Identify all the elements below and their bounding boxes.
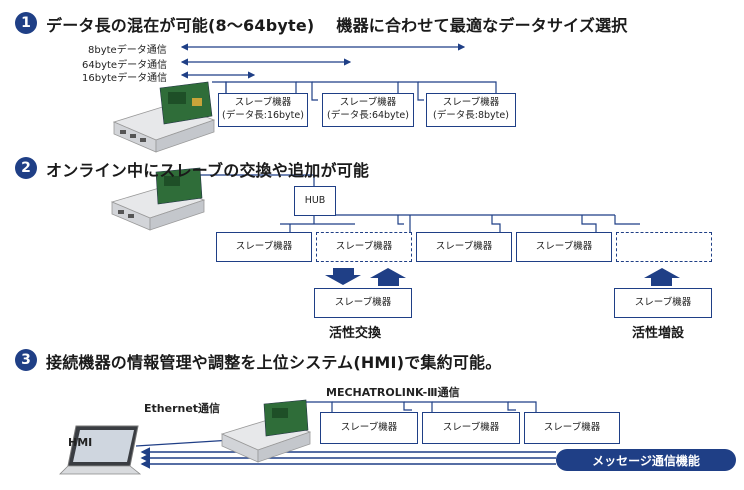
section2-title: オンライン中にスレーブの交換や追加が可能 [46,161,370,180]
section1-title: データ長の混在が可能(8～64byte) 機器に合わせて最適なデータサイズ選択 [46,16,628,35]
slave-name: スレーブ機器 [234,97,292,109]
section1-bus [212,81,497,101]
laptop-hmi [59,425,142,475]
section1-number: 1 [15,12,37,34]
section2-number: 2 [15,157,37,179]
label-64byte: 64byteデータ通信 [82,60,168,71]
controller-device-2 [110,167,206,231]
hmi-label: HMI [68,436,93,449]
swap-arrows [325,268,680,286]
slave-box-added: スレーブ機器 [614,288,712,318]
hot-add-caption: 活性増設 [632,326,685,341]
slave-box: スレーブ機器 [320,412,418,444]
slave-name: スレーブ機器 [339,97,397,109]
section2-bus [168,174,640,232]
ethernet-label: Ethernet通信 [144,402,221,415]
label-8byte: 8byteデータ通信 [88,45,167,56]
label-16byte: 16byteデータ通信 [82,73,168,84]
slave-box: スレーブ機器 [524,412,620,444]
slave-box: スレーブ機器 [516,232,612,262]
slave-box-16byte: スレーブ機器 (データ長:16byte) [218,93,308,127]
slave-box: スレーブ機器 [416,232,512,262]
slave-box-8byte: スレーブ機器 (データ長:8byte) [426,93,516,127]
hot-swap-caption: 活性交換 [329,326,382,341]
slave-name: スレーブ機器 [442,97,500,109]
controller-device-1 [112,81,216,153]
slave-box-swapped: スレーブ機器 [316,232,412,262]
ethernet-link [135,439,233,447]
section3-bus [291,401,537,412]
slave-box: スレーブ機器 [422,412,520,444]
slave-box: スレーブ機器 [216,232,312,262]
slave-box-64byte: スレーブ機器 (データ長:64byte) [322,93,414,127]
message-function-badge: メッセージ通信機能 [556,449,736,471]
slave-detail: (データ長:16byte) [222,110,304,121]
hub-box: HUB [294,186,336,216]
slave-detail: (データ長:8byte) [433,110,509,121]
slave-box-empty-slot [616,232,712,262]
slave-detail: (データ長:64byte) [327,110,409,121]
data-length-arrows [180,43,466,79]
slave-box-replacement: スレーブ機器 [314,288,412,318]
controller-device-3 [220,399,312,463]
section3-number: 3 [15,349,37,371]
section3-title: 接続機器の情報管理や調整を上位システム(HMI)で集約可能。 [46,353,502,372]
message-arrows [140,447,556,469]
bus-label: MECHATROLINK-Ⅲ通信 [326,386,460,399]
